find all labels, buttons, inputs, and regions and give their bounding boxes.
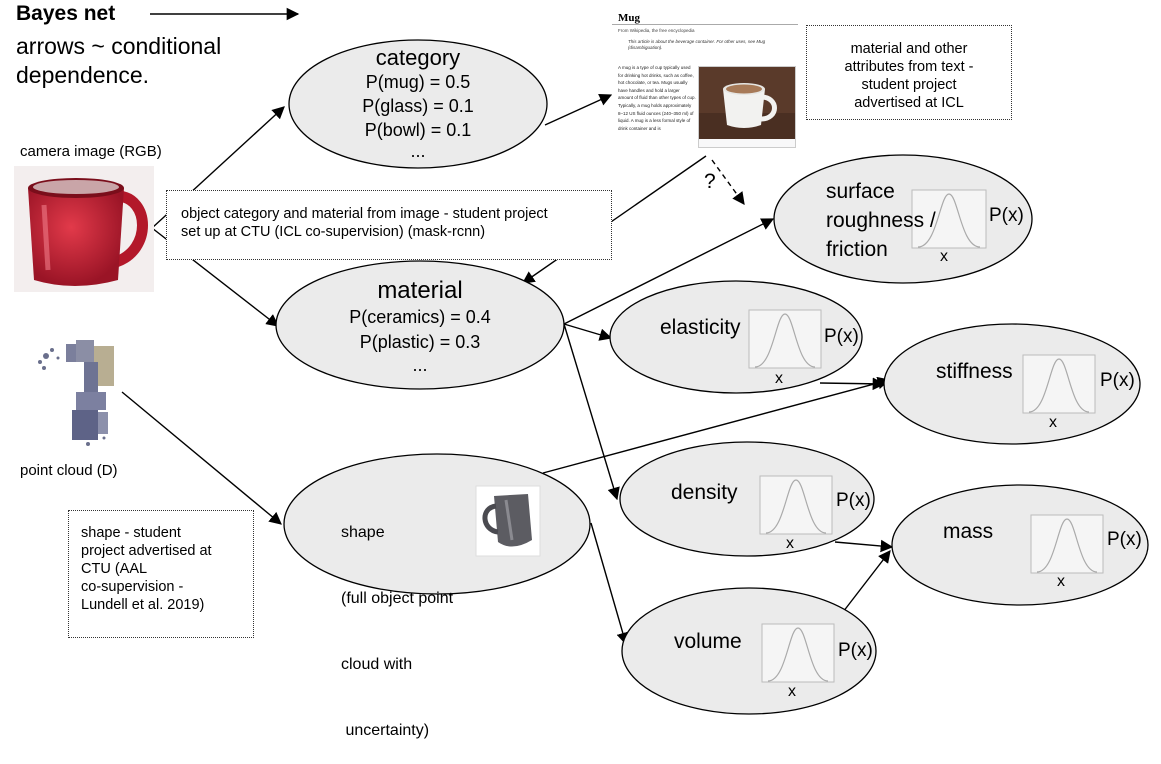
subtitle-line-1: arrows ~ conditional [16,33,222,59]
image-note-line-1: object category and material from image … [181,206,548,222]
surface-distribution-icon [911,189,987,249]
category-prob-mug: P(mug) = 0.5 [365,72,471,92]
stiffness-title: stiffness [936,360,1013,383]
shape-note-line-5: Lundell et al. 2019) [81,597,205,613]
diagram-title: Bayes net [16,2,116,25]
mass-title: mass [943,520,994,543]
shape-line-4: uncertainty) [341,722,430,739]
shape-note-line-1: shape - student [81,525,181,541]
edge-pointcloud-to-shape [121,391,282,525]
edge-text-to-material [521,155,707,284]
wiki-title: Mug [612,12,798,25]
edge-density-to-mass [834,539,894,553]
material-prob-ceramics: P(ceramics) = 0.4 [349,307,491,327]
material-ellipsis: ... [412,355,428,375]
volume-title: volume [674,630,742,653]
camera-image-mug-icon [14,166,154,292]
surface-node-text: surface roughness / friction [826,177,936,264]
material-prob-plastic: P(plastic) = 0.3 [359,332,481,352]
shape-note-line-2: project advertised at [81,543,212,559]
shape-render-icon [475,485,541,557]
elasticity-distribution-icon [748,309,822,369]
surface-x-label: x [940,248,948,265]
unknown-dependency-mark: ? [704,170,716,193]
mass-px-label: P(x) [1107,529,1142,550]
text-attributes-note: material and other attributes from text … [806,25,1012,120]
edge-material-to-surface [563,218,775,325]
shape-line-2: (full object point [341,590,454,607]
surface-node [773,154,1033,284]
shape-note-line-3: CTU (AAL [81,561,148,577]
subtitle-line-2: dependence. [16,62,150,88]
shape-line-1: shape [341,524,385,541]
category-node [288,39,548,169]
text-note-line-2: attributes from text - [844,59,974,75]
image-recognition-note: object category and material from image … [166,190,612,260]
edge-material-to-elasticity [563,323,613,341]
density-title: density [671,481,738,504]
material-node-text: material P(ceramics) = 0.4 P(plastic) = … [320,277,520,375]
category-prob-glass: P(glass) = 0.1 [362,96,474,116]
mass-distribution-icon [1030,514,1104,574]
edge-category-to-text [544,93,613,126]
stiffness-px-label: P(x) [1100,370,1135,391]
camera-image-label: camera image (RGB) [20,143,162,160]
edge-shape-to-volume [590,522,629,646]
material-node [275,260,565,390]
text-note-line-4: advertised at ICL [854,95,964,111]
category-title: category [375,45,461,70]
edge-volume-to-mass [842,550,891,613]
surface-line-1: surface [826,180,895,203]
edge-text-to-surface-dashed [711,159,745,206]
shape-project-note: shape - student project advertised at CT… [68,510,254,638]
image-note-line-2: set up at CTU (ICL co-supervision) (mask… [181,224,486,240]
edge-material-to-density [563,323,620,501]
surface-px-label: P(x) [989,205,1024,226]
elasticity-px-label: P(x) [824,326,859,347]
stiffness-distribution-icon [1022,354,1096,414]
surface-line-2: roughness / [826,209,936,232]
bayes-net-graph [14,7,1149,715]
shape-node-text: shape (full object point cloud with unce… [341,478,453,764]
diagram-subtitle: arrows ~ conditional dependence. [16,32,221,90]
volume-x-label: x [788,683,796,700]
density-px-label: P(x) [836,490,871,511]
stiffness-x-label: x [1049,414,1057,431]
wiki-body-text: A mug is a type of cup typically used fo… [618,65,696,131]
category-node-text: category P(mug) = 0.5 P(glass) = 0.1 P(b… [330,45,506,160]
tea-mug-photo-icon [699,67,795,139]
text-note-line-3: student project [861,77,957,93]
density-x-label: x [786,535,794,552]
volume-distribution-icon [761,623,835,683]
volume-px-label: P(x) [838,640,873,661]
surface-line-3: friction [826,238,888,261]
wiki-hatnote: This article is about the beverage conta… [628,39,766,50]
wiki-from-line: From Wikipedia, the free encyclopedia [618,28,695,33]
shape-note-line-4: co-supervision - [81,579,184,595]
elasticity-x-label: x [775,370,783,387]
point-cloud-label: point cloud (D) [20,462,118,479]
edges [121,7,894,646]
mass-x-label: x [1057,573,1065,590]
category-prob-bowl: P(bowl) = 0.1 [364,120,472,140]
density-distribution-icon [759,475,833,535]
wiki-image-frame: A mug of tea [698,66,796,148]
stiffness-node [883,323,1141,445]
point-cloud-icon [38,340,114,446]
category-ellipsis: ... [410,141,426,161]
edge-shape-to-stiffness [542,376,891,474]
material-title: material [377,277,463,304]
elasticity-title: elasticity [660,316,741,339]
shape-line-3: cloud with [341,656,413,673]
wikipedia-mug-article: Mug From Wikipedia, the free encyclopedi… [612,12,798,154]
distribution-plots [748,189,1104,683]
text-note-line-1: material and other [850,41,968,57]
node-ellipses [275,39,1149,715]
